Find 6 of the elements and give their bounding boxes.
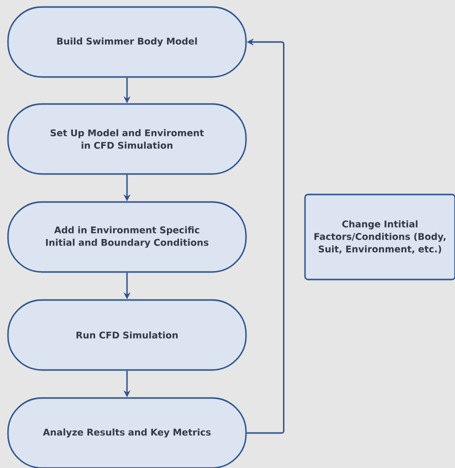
process-stadium: Build Swimmer Body Model bbox=[7, 6, 247, 78]
process-stadium: Add in Environment Specific Initial and Boundary Conditions bbox=[7, 201, 247, 273]
note-box: Change Intitial Factors/Conditions (Body, Suit, Environment, etc.) bbox=[304, 194, 455, 280]
process-stadium: Analyze Results and Key Metrics bbox=[7, 397, 247, 468]
process-stadium: Set Up Model and Enviroment in CFD Simulation bbox=[7, 103, 247, 175]
process-stadium: Run CFD Simulation bbox=[7, 299, 247, 371]
